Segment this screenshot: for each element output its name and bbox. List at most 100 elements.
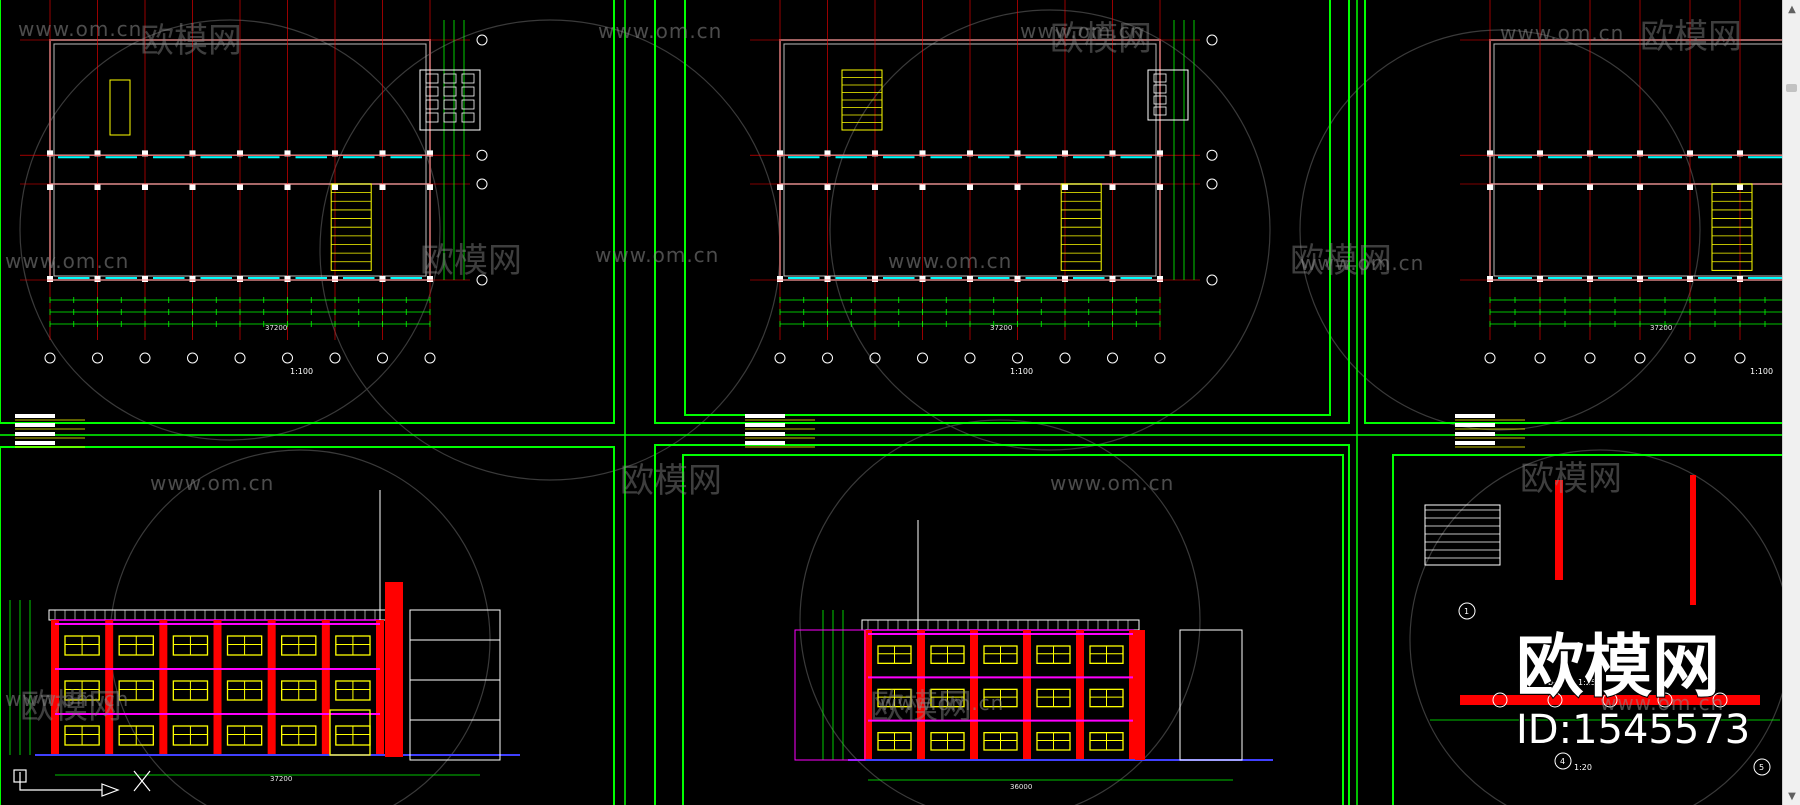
column-marker [1737, 276, 1743, 282]
column-marker [94, 276, 101, 282]
column-marker [1587, 184, 1593, 190]
column-marker [427, 150, 433, 157]
watermark-url: www.om.cn [5, 249, 129, 273]
stair-tower [385, 582, 403, 757]
column-marker [1014, 150, 1021, 157]
column-marker [967, 150, 973, 157]
column-marker [1487, 276, 1493, 282]
red-pier [970, 630, 978, 760]
column-marker [967, 276, 973, 282]
side-block [794, 629, 866, 761]
note-text [1455, 441, 1495, 445]
watermark-url: www.om.cn [150, 471, 274, 495]
column-marker [824, 184, 831, 190]
detail-stair-section [1424, 504, 1501, 566]
axis-bubble [476, 178, 488, 190]
column-marker [1637, 276, 1643, 282]
detail-scale-b: 1:20 [1574, 763, 1592, 772]
column-marker [1157, 150, 1163, 157]
column-marker [189, 184, 196, 190]
sheet-border-plan1 [0, 0, 615, 424]
toilet-fixture [443, 112, 457, 123]
column-marker [1062, 150, 1068, 157]
vertical-scrollbar[interactable]: ▲ ▼ [1782, 0, 1800, 805]
toilet-fixture [425, 73, 439, 84]
badge-brand: 欧模网 [1516, 628, 1720, 707]
column-marker [142, 276, 148, 282]
axis-bubble [44, 352, 56, 364]
axis-bubble [282, 352, 293, 364]
detail-callout-1: 1 [1458, 602, 1476, 620]
note-text [1455, 432, 1495, 436]
elevation-2[interactable] [794, 520, 1273, 781]
construction-circle [1409, 449, 1782, 805]
id-badge: 欧模网 ID:1545573 [1515, 627, 1751, 754]
watermark-url: www.om.cn [888, 249, 1012, 273]
note-text [15, 432, 55, 436]
axis-bubble [917, 352, 928, 364]
toilet-block [1147, 69, 1189, 121]
sheet-border-elev1 [0, 446, 615, 805]
watermark-url: www.om.cn [880, 691, 1004, 715]
side-wing [409, 609, 501, 761]
sheet-border-plan2-inner [684, 0, 1331, 416]
axis-bubble [1684, 352, 1696, 364]
column-marker [919, 184, 926, 190]
column-marker [777, 184, 783, 190]
axis-bubble [377, 352, 388, 364]
elev2-total-dim: 36000 [1010, 783, 1032, 791]
column-marker [47, 150, 53, 157]
watermark-brand: 欧模网 [1640, 17, 1742, 57]
note-text [1455, 414, 1495, 418]
scroll-thumb[interactable] [1786, 84, 1797, 92]
axis-bubble [1484, 352, 1496, 364]
stair-tower [1135, 630, 1145, 760]
toilet-fixture [443, 86, 457, 97]
plan-inner-wall [1493, 43, 1782, 277]
sheet-border-details [1392, 454, 1782, 805]
column-marker [1737, 184, 1743, 190]
column-marker [1687, 150, 1693, 157]
axis-bubble [1206, 149, 1218, 161]
watermark-brand: 欧模网 [140, 21, 242, 61]
axis-bubble [139, 352, 151, 364]
red-pier [1023, 630, 1031, 760]
scroll-up-icon[interactable]: ▲ [1788, 3, 1796, 15]
floor-plan-2[interactable] [745, 0, 1218, 448]
scroll-down-icon[interactable]: ▼ [1788, 790, 1796, 802]
watermark-url: www.om.cn [5, 687, 129, 711]
axis-bubble [1154, 352, 1166, 364]
side-wing [1179, 629, 1243, 761]
floor-plan-3[interactable] [1455, 0, 1782, 448]
detail-sheet[interactable] [1424, 475, 1780, 721]
watermark-brand: 欧模网 [1520, 459, 1622, 499]
sheet-border-plan2-outer [654, 0, 1350, 424]
column-marker [237, 150, 243, 157]
elevation-1[interactable] [9, 490, 520, 776]
note-text [1455, 423, 1495, 427]
column-marker [379, 276, 386, 282]
svg-text:5: 5 [1759, 763, 1764, 772]
sheet-border-plan3 [1364, 0, 1782, 424]
red-pier [267, 620, 276, 755]
toilet-fixture [1153, 84, 1167, 94]
toilet-fixture [1153, 106, 1167, 116]
note-text [745, 441, 785, 445]
watermark-brand: 欧模网 [1290, 241, 1392, 281]
watermark-url: www.om.cn [1020, 19, 1144, 43]
column-marker [332, 276, 338, 282]
watermark-url: www.om.cn [1300, 251, 1424, 275]
axis-bubble [1206, 274, 1218, 286]
note-text [745, 423, 785, 427]
svg-text:1: 1 [1464, 607, 1469, 616]
detail-slab [1460, 695, 1760, 705]
badge-id: ID:1545573 [1516, 707, 1750, 753]
column-marker [47, 184, 53, 190]
column-marker [1537, 276, 1543, 282]
column-marker [824, 276, 831, 282]
column-marker [427, 184, 433, 190]
detail-callout-5: 5 [1753, 758, 1771, 776]
floor-plan-1[interactable] [15, 0, 488, 448]
